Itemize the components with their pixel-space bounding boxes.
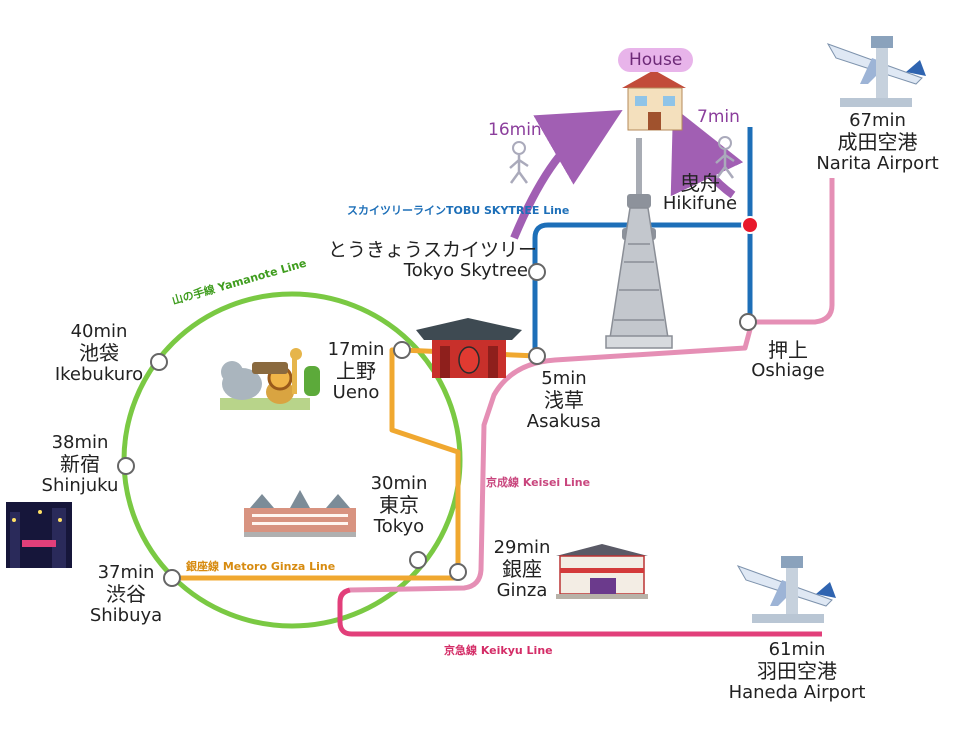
house-label: House (618, 48, 694, 72)
tokyo-station-building-icon (244, 490, 356, 537)
station-label-asakusa[interactable]: 5min 浅草 Asakusa (514, 368, 614, 432)
station-name-en: Narita Airport (816, 152, 939, 174)
station-marker-tokyo[interactable] (409, 551, 427, 569)
station-name-en: Ginza (496, 579, 548, 601)
travel-time: 37min (97, 562, 155, 583)
station-marker-ikebukuro[interactable] (150, 353, 168, 371)
station-name-jp: 銀座 (502, 557, 542, 582)
travel-time: 40min (70, 321, 128, 342)
walk-arrow-to-hikifune (670, 106, 744, 199)
walk-time-to-skytree: 16min (488, 120, 542, 140)
station-name-en: Ikebukuro (54, 363, 144, 385)
station-marker-ginza[interactable] (449, 563, 467, 581)
kaminarimon-gate-icon (416, 318, 522, 378)
ginza-line-label: 銀座線 Metoro Ginza Line (186, 560, 336, 573)
station-marker-asakusa[interactable] (528, 347, 546, 365)
station-name-jp: 上野 (336, 359, 376, 384)
station-name-jp: 新宿 (60, 452, 100, 477)
kabukiza-theater-icon (556, 544, 648, 599)
tobu-skytree-line-label: スカイツリーラインTOBU SKYTREE Line (347, 204, 570, 217)
station-marker-shinjuku[interactable] (117, 457, 135, 475)
keisei-line-track (349, 178, 835, 593)
station-name-jp: 羽田空港 (757, 659, 837, 684)
station-name-jp: 渋谷 (106, 582, 146, 607)
tobu-skytree-line-track (532, 127, 753, 350)
station-name-en: Ueno (332, 381, 380, 403)
station-name-jp: 押上 (768, 338, 808, 362)
house-icon (622, 70, 686, 131)
travel-time: 17min (327, 339, 385, 360)
station-marker-oshiage[interactable] (739, 313, 757, 331)
station-name-en: Hikifune (662, 193, 738, 215)
station-label-ikebukuro[interactable]: 40min 池袋 Ikebukuro (44, 321, 154, 385)
station-label-shibuya[interactable]: 37min 渋谷 Shibuya (76, 562, 176, 626)
station-name-en: Asakusa (526, 410, 602, 432)
zoo-animals-icon (220, 348, 320, 410)
station-label-haneda[interactable]: 61min 羽田空港 Haneda Airport (712, 639, 882, 703)
station-marker-skytree[interactable] (528, 263, 546, 281)
station-label-ueno[interactable]: 17min 上野 Ueno (318, 339, 394, 403)
travel-time: 30min (370, 473, 428, 494)
station-label-narita[interactable]: 67min 成田空港 Narita Airport (800, 110, 955, 174)
keisei-line-label: 京成線 Keisei Line (486, 476, 591, 489)
station-name-en: Shinjuku (41, 474, 119, 496)
walk-time-to-hikifune: 7min (697, 107, 740, 127)
station-label-skytree[interactable]: とうきょうスカイツリー Tokyo Skytree (328, 239, 538, 282)
station-name-jp: 曳舟 (680, 171, 720, 195)
station-marker-shibuya[interactable] (163, 569, 181, 587)
station-name-jp: 東京 (379, 493, 419, 518)
airport-tower-icon (752, 556, 824, 623)
station-marker-ueno[interactable] (393, 341, 411, 359)
airport-tower-icon (840, 36, 912, 107)
station-name-en: Oshiage (751, 360, 825, 382)
station-name-jp: 浅草 (544, 388, 584, 413)
station-name-en: Tokyo Skytree (403, 260, 528, 282)
station-name-jp: とうきょうスカイツリー (328, 239, 538, 261)
station-label-hikifune[interactable]: 曳舟 Hikifune (650, 172, 750, 215)
station-name-en: Haneda Airport (728, 681, 866, 703)
walk-arrow-to-skytree (510, 109, 623, 240)
travel-time: 61min (768, 639, 826, 660)
station-label-tokyo[interactable]: 30min 東京 Tokyo (354, 473, 444, 537)
keikyu-line-track (337, 587, 822, 637)
travel-time: 38min (51, 432, 109, 453)
station-marker-hikifune[interactable] (741, 216, 759, 234)
walking-person-icon (715, 136, 735, 179)
travel-time: 29min (493, 537, 551, 558)
station-name-en: Shibuya (89, 604, 163, 626)
station-label-shinjuku[interactable]: 38min 新宿 Shinjuku (30, 432, 130, 496)
station-label-ginza[interactable]: 29min 銀座 Ginza (482, 537, 562, 601)
station-label-oshiage[interactable]: 押上 Oshiage (738, 339, 838, 382)
travel-time: 5min (541, 368, 587, 389)
station-name-en: Tokyo (373, 515, 425, 537)
shinjuku-nightscape-icon (6, 502, 72, 568)
station-name-jp: 成田空港 (837, 130, 918, 155)
walking-person-icon (509, 141, 529, 184)
station-name-jp: 池袋 (79, 341, 119, 366)
travel-time: 67min (849, 110, 906, 131)
keikyu-line-label: 京急線 Keikyu Line (444, 644, 553, 657)
skytree-tower-icon (605, 138, 673, 349)
